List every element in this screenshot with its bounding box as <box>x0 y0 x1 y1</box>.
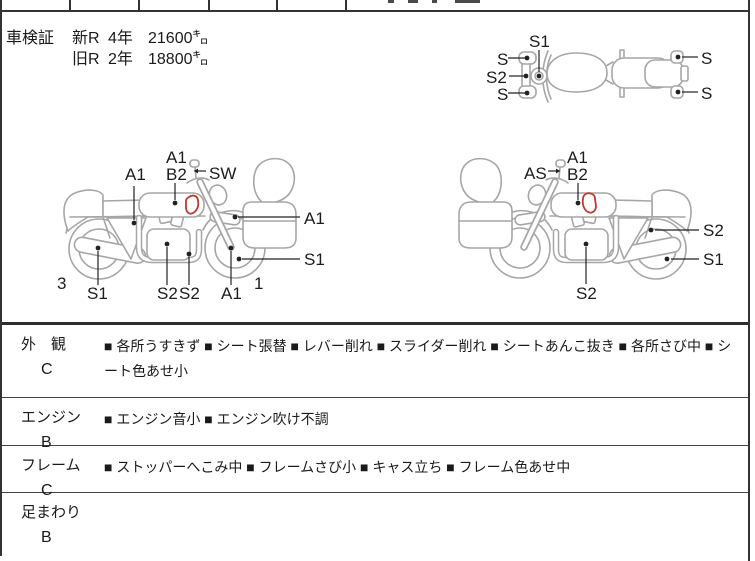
right-bike-pointers <box>548 168 699 284</box>
table-divider <box>345 0 347 10</box>
sheet-left-border <box>0 0 2 556</box>
section-name: フレーム <box>21 457 81 474</box>
section-items <box>102 493 748 561</box>
shaken-label: 車検証 <box>6 30 55 47</box>
shaken-section: 車検証 新R 4年 21600㌔ 旧R 2年 18800㌔ <box>0 28 400 70</box>
side-view-bike-right-facing <box>64 159 296 279</box>
diagram-label: B2 <box>567 165 588 184</box>
side-view-bike-left-facing <box>459 159 691 279</box>
diagram-label: 3 <box>57 274 66 293</box>
section-row-undercarriage: 足まわり B <box>2 492 748 561</box>
mileage-value: 18800㌔ <box>148 51 209 68</box>
cutoff-text-remnant <box>408 0 418 3</box>
top-view-pointers <box>508 50 698 96</box>
table-top-border <box>0 10 750 12</box>
cutoff-table-row <box>0 0 755 12</box>
years-value: 4年 <box>108 30 133 47</box>
cutoff-text-remnant <box>455 0 480 3</box>
diagram-label: S1 <box>87 284 108 303</box>
diagram-label: S <box>701 84 712 103</box>
grade-value: B <box>41 434 52 451</box>
table-divider <box>69 0 71 10</box>
diagram-label: S2 <box>576 284 597 303</box>
grade-value: B <box>41 529 52 546</box>
damage-diagram: S1 S S2 S S S A1 A1 B2 SW A1 S1 A1 1 S2 <box>57 32 724 303</box>
grade-value: C <box>41 482 53 499</box>
section-row-exterior: 外 観 C ■ 各所うすきず ■ シート張替 ■ レバー削れ ■ スライダー削れ… <box>2 322 748 397</box>
shaken-row-new: 新R 4年 21600㌔ <box>0 28 400 49</box>
cutoff-text-remnant <box>432 0 437 3</box>
section-row-frame: フレーム C ■ ストッパーへこみ中 ■ フレームさび小 ■ キャス立ち ■ フ… <box>2 445 748 499</box>
diagram-label: S1 <box>703 250 724 269</box>
years-value: 2年 <box>108 51 133 68</box>
diagram-label: A1 <box>567 148 588 167</box>
diagram-label: AS <box>524 164 547 183</box>
cutoff-text-remnant <box>388 0 394 3</box>
diagram-label: S2 <box>179 284 200 303</box>
section-name: 足まわり <box>21 504 82 521</box>
diagram-label: A1 <box>125 165 146 184</box>
mileage-value: 21600㌔ <box>148 30 209 47</box>
section-items: ■ エンジン音小 ■ エンジン吹け不調 <box>104 411 329 427</box>
damage-mark-left-tank <box>185 194 200 215</box>
table-divider <box>138 0 140 10</box>
diagram-label: S1 <box>304 250 325 269</box>
era-value: 新R <box>72 30 100 47</box>
section-label-col: 外 観 C <box>2 325 102 397</box>
shaken-row-old: 旧R 2年 18800㌔ <box>0 49 400 70</box>
section-items: ■ 各所うすきず ■ シート張替 ■ レバー削れ ■ スライダー削れ ■ シート… <box>104 338 732 379</box>
section-items: ■ ストッパーへこみ中 ■ フレームさび小 ■ キャス立ち ■ フレーム色あせ中 <box>104 459 571 475</box>
inspection-table: 外 観 C ■ 各所うすきず ■ シート張替 ■ レバー削れ ■ スライダー削れ… <box>2 322 748 561</box>
diagram-label: S2 <box>157 284 178 303</box>
top-view-bike <box>518 49 689 103</box>
era-value: 旧R <box>72 51 100 68</box>
diagram-label: 1 <box>254 274 263 293</box>
section-name: 外 観 <box>21 336 67 353</box>
left-bike-pointers <box>95 168 300 285</box>
diagram-label: A1 <box>221 284 242 303</box>
diagram-label: B2 <box>166 165 187 184</box>
table-divider <box>208 0 210 10</box>
diagram-label: SW <box>209 164 236 183</box>
grade-value: C <box>41 361 53 378</box>
section-name: エンジン <box>21 409 82 426</box>
diagram-label: S <box>497 50 508 69</box>
section-label-col: 足まわり B <box>2 493 102 561</box>
diagram-label: A1 <box>166 148 187 167</box>
damage-mark-right-tank <box>581 192 597 214</box>
diagram-label: S1 <box>529 32 550 51</box>
diagram-label: S2 <box>486 68 507 87</box>
diagram-label: S2 <box>703 221 724 240</box>
section-label-col: フレーム C <box>2 446 102 499</box>
diagram-label: S <box>497 85 508 104</box>
diagram-label: S <box>701 49 712 68</box>
section-row-engine: エンジン B ■ エンジン音小 ■ エンジン吹け不調 <box>2 397 748 451</box>
sheet-right-border <box>748 0 750 561</box>
section-label-col: エンジン B <box>2 398 102 451</box>
table-divider <box>276 0 278 10</box>
diagram-label: A1 <box>304 209 325 228</box>
